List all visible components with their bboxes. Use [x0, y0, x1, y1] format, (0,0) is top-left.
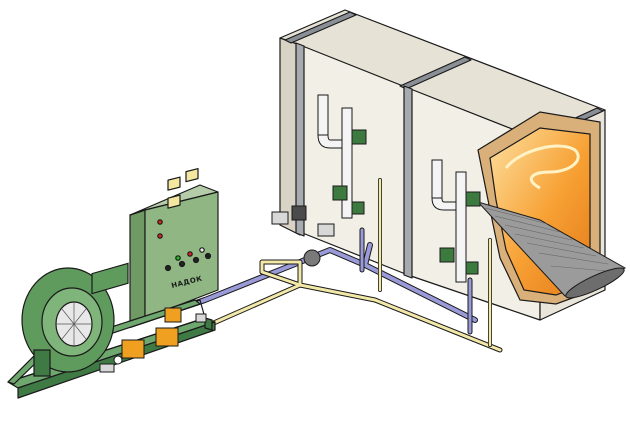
- skid-burners: [99, 307, 207, 373]
- panel-display-1: [167, 176, 181, 191]
- skid-valve-1: [99, 363, 115, 373]
- burner-controller-2c: [465, 261, 479, 275]
- burner-assemblies: [317, 94, 481, 283]
- valve-block-3: [317, 223, 335, 237]
- selector-switch-3: [192, 256, 200, 264]
- skid-rail-right: [204, 317, 213, 331]
- valve-train: [271, 205, 335, 267]
- skid-burner-3: [164, 307, 182, 323]
- flue-elbow-2a: [431, 197, 457, 211]
- skid-gauge-icon: [113, 355, 123, 365]
- valve-block-2: [291, 205, 307, 221]
- burner-controller-1c: [351, 201, 365, 215]
- burner-controller-1b: [332, 185, 348, 201]
- skid-valve-2: [195, 313, 207, 323]
- indicator-light-red-2: [157, 233, 163, 239]
- burner-controller-2b: [439, 247, 455, 263]
- selector-switch-1: [164, 264, 172, 272]
- skid-burner-1: [121, 339, 145, 359]
- skid-burner-2: [155, 327, 179, 347]
- indicator-light-white: [199, 247, 205, 253]
- heating-element-icon: [504, 144, 580, 190]
- panel-front: [144, 191, 219, 319]
- oven-front-rail-2: [403, 85, 413, 279]
- flue-pipe-1a: [317, 94, 329, 136]
- oven-top-rail-1: [284, 11, 357, 44]
- panel-side: [129, 209, 146, 323]
- air-piping: [172, 178, 503, 353]
- blower-stand: [33, 349, 51, 377]
- panel-display-3: [167, 194, 181, 209]
- conveyor-roller: [565, 267, 625, 299]
- indicator-light-red-1: [157, 219, 163, 225]
- indicator-light-green-1: [175, 255, 181, 261]
- flue-pipe-1b: [341, 107, 353, 219]
- valve-block-1: [271, 211, 289, 225]
- conveyor-mesh: [476, 201, 627, 297]
- control-panel: [129, 168, 219, 323]
- regulator-icon: [303, 249, 321, 267]
- flue-pipe-2b: [455, 171, 467, 283]
- conveyor-belt: [476, 201, 627, 299]
- selector-switch-4: [204, 252, 212, 260]
- burner-controller-2a: [465, 191, 481, 207]
- blower-outlet: [91, 262, 129, 295]
- flue-pipe-2a: [431, 159, 443, 199]
- burner-controller-1a: [351, 129, 367, 145]
- selector-switch-2: [178, 260, 186, 268]
- combustion-blower: [21, 262, 129, 377]
- flue-elbow-1a: [317, 134, 343, 149]
- oven-front-rail-1: [295, 42, 305, 237]
- indicator-light-red-3: [187, 251, 193, 257]
- panel-display-2: [185, 168, 199, 183]
